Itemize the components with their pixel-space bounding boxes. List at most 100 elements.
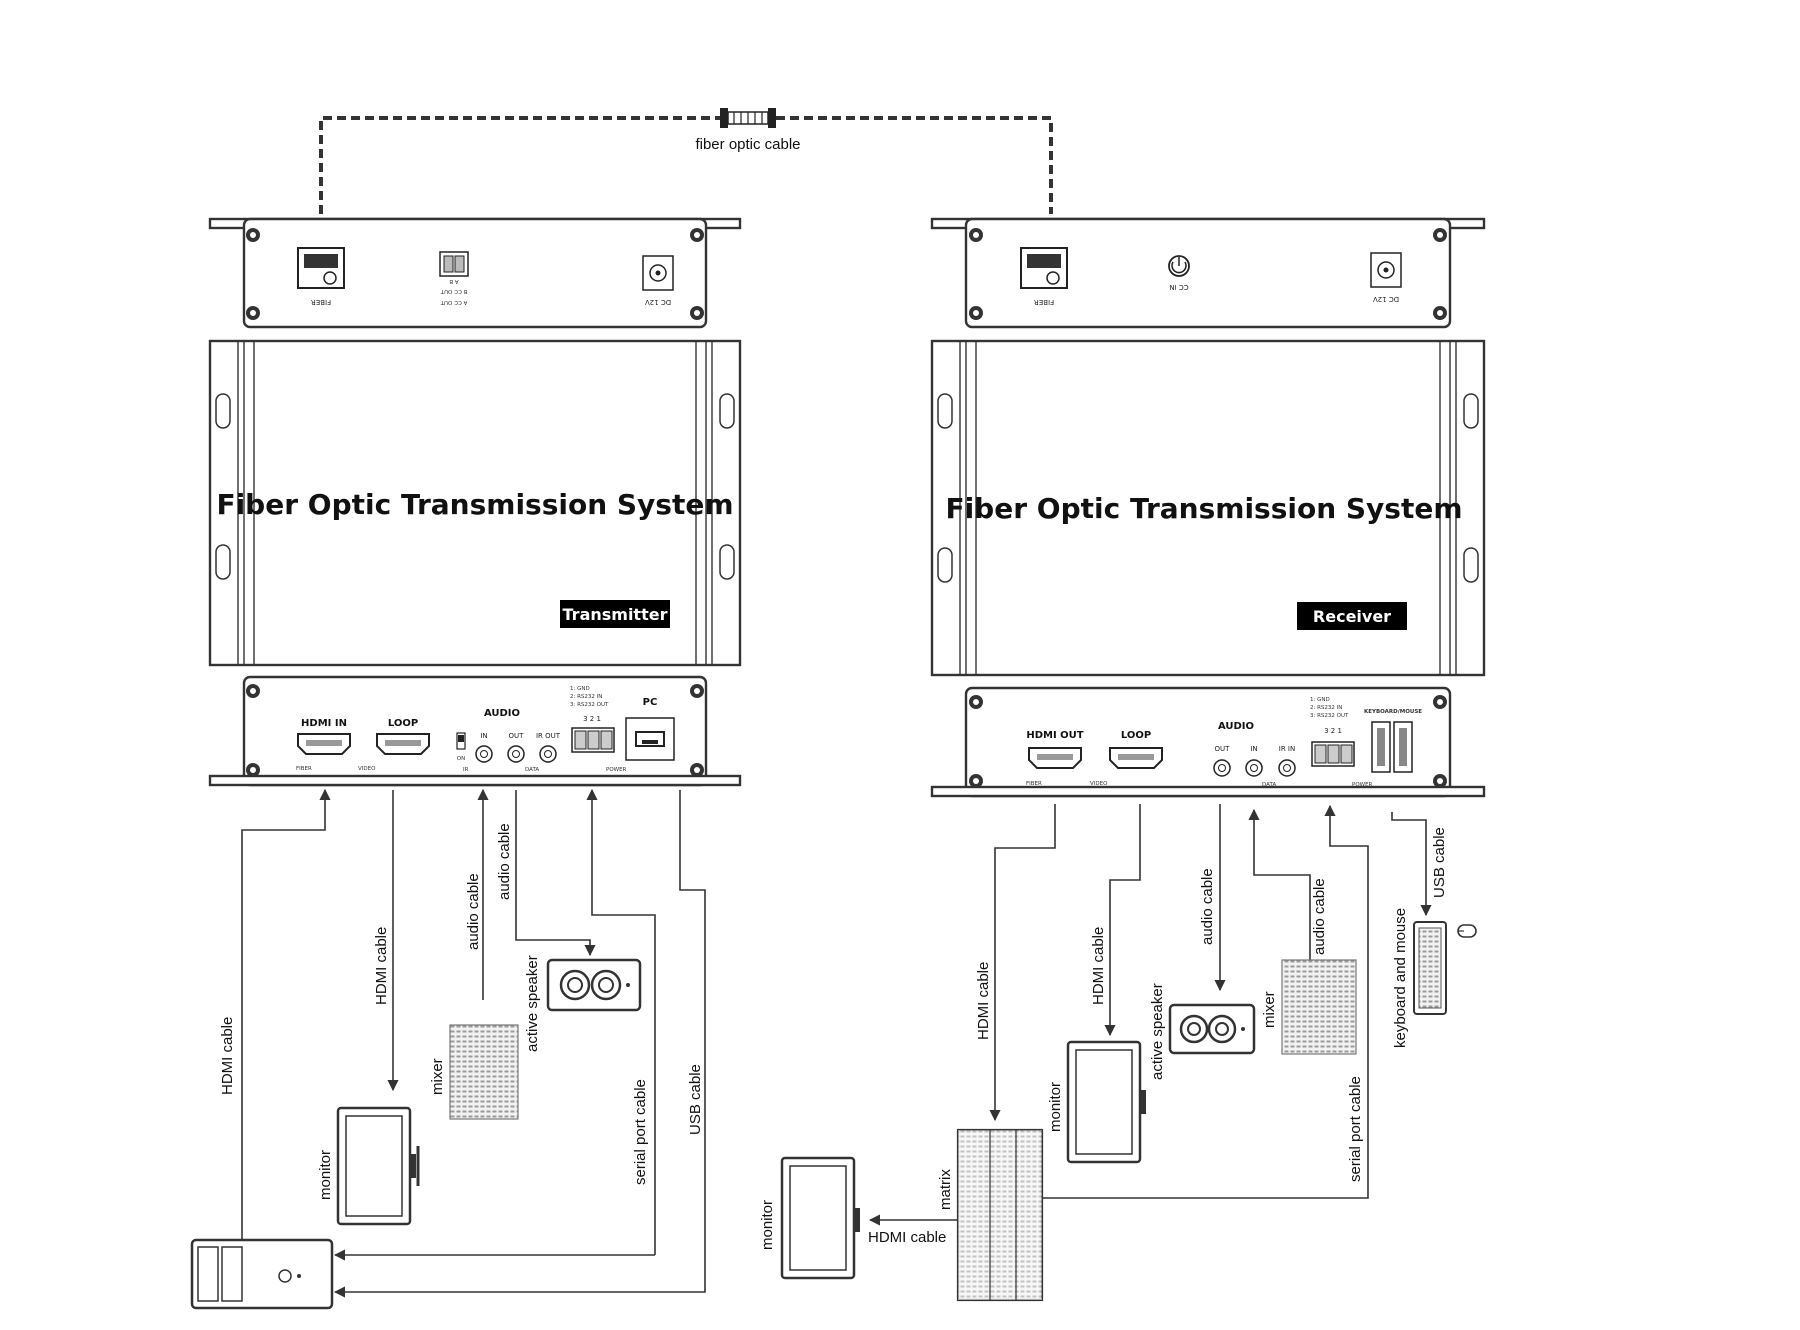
receiver-title: Fiber Optic Transmission System — [945, 492, 1462, 525]
tx-led-ir: IR — [463, 767, 469, 773]
rx-loop-label: LOOP — [1121, 730, 1151, 741]
tx-on-label: ON — [457, 756, 465, 762]
tx-usb-cable-label: USB cable — [687, 1064, 704, 1135]
rx-speaker-icon — [1168, 1003, 1256, 1055]
tx-hdmi-cable-label-1: HDMI cable — [219, 1017, 236, 1095]
rx-led-data: DATA — [1262, 782, 1276, 788]
receiver-badge — [1297, 602, 1407, 630]
receiver-rear-panel: FIBER CC IN DC 12V — [930, 217, 1486, 329]
hdmi-out-port-icon[interactable] — [1028, 747, 1082, 769]
tx-cc-out-a-label: A CC OUT — [440, 299, 467, 305]
rx-kbm-device-label: keyboard and mouse — [1392, 908, 1409, 1048]
audio-out-jack-icon[interactable] — [507, 745, 525, 763]
dc-power-jack-icon[interactable] — [642, 255, 674, 291]
rs232-terminal-icon[interactable] — [571, 727, 615, 753]
rx-mixer-label: mixer — [1261, 991, 1278, 1028]
tx-led-fiber: FIBER — [296, 766, 312, 772]
rx-matrix-label: matrix — [937, 1169, 954, 1210]
rx-rs232-in: 2: RS232 IN — [1310, 705, 1342, 711]
pc-tower-icon — [190, 1238, 334, 1310]
cc-in-power-icon[interactable] — [1168, 255, 1190, 277]
tx-monitor-label: monitor — [317, 1150, 334, 1200]
rx-led-video: VIDEO — [1090, 781, 1108, 787]
tx-led-video: VIDEO — [358, 766, 376, 772]
rx-monitor-1-icon — [1066, 1040, 1146, 1164]
transmitter-title: Fiber Optic Transmission System — [216, 488, 733, 521]
rx-audio-cable-label-1: audio cable — [1199, 868, 1216, 945]
hdmi-in-port-icon[interactable] — [297, 733, 351, 755]
rx-mixer-icon — [1281, 959, 1357, 1055]
tx-out-label: OUT — [509, 732, 525, 740]
tx-cc-out-b-label: B CC OUT — [440, 288, 467, 294]
rx-monitor-2-label: monitor — [759, 1200, 776, 1250]
transmitter-unit: FIBER A B B CC OUT A CC OUT DC 12V — [208, 217, 742, 787]
rx-ir-in-label: IR IN — [1279, 745, 1295, 753]
receiver-badge-text: Receiver — [1313, 607, 1391, 626]
tx-in-label: IN — [480, 732, 487, 740]
tx-hdmi-in-label: HDMI IN — [301, 718, 347, 729]
tx-speaker-icon — [546, 958, 642, 1012]
rx-in-label: IN — [1250, 745, 1257, 753]
tx-rs232-gnd: 1: GND — [570, 686, 590, 692]
rx-rs232-out: 3: RS232 OUT — [1310, 713, 1349, 719]
loop-port-icon[interactable] — [376, 733, 430, 755]
rx-rs232-gnd: 1: GND — [1310, 697, 1330, 703]
rx-monitor-2-icon — [780, 1156, 860, 1280]
tx-led-power: POWER — [606, 767, 627, 773]
rx-audio-cable-label-2: audio cable — [1311, 878, 1328, 955]
rx-serial-cable-label: serial port cable — [1347, 1076, 1364, 1182]
tx-serial-cable-label: serial port cable — [632, 1079, 649, 1185]
tx-speaker-label: active speaker — [524, 955, 541, 1052]
usb-b-port-icon[interactable] — [625, 717, 675, 761]
cc-out-terminal-icon[interactable] — [439, 251, 469, 277]
rx-speaker-label: active speaker — [1149, 983, 1166, 1080]
tx-mixer-icon — [449, 1024, 519, 1120]
rx-dc-label: DC 12V — [1373, 295, 1399, 303]
transmitter-connections: HDMI cable HDMI cable audio cable audio … — [190, 788, 706, 1310]
mouse-icon — [1457, 924, 1477, 938]
rx-kbm-label: KEYBOARD/MOUSE — [1364, 709, 1422, 715]
rx-pins-label: 3 2 1 — [1324, 727, 1342, 735]
rx-dc-power-jack-icon[interactable] — [1370, 252, 1402, 288]
rx-usb-cable-label: USB cable — [1431, 827, 1448, 898]
rx-ir-in-jack-icon[interactable] — [1278, 759, 1296, 777]
receiver-front-panel: HDMI OUT LOOP AUDIO OUT IN IR IN — [930, 686, 1486, 798]
ir-out-jack-icon[interactable] — [539, 745, 557, 763]
tx-dc-label: DC 12V — [645, 298, 671, 306]
transmitter-front-panel: HDMI IN LOOP AUDIO ON IN OUT — [208, 675, 742, 787]
receiver-unit: FIBER CC IN DC 12V — [930, 217, 1486, 798]
fiber-connector-icon — [720, 108, 776, 128]
tx-loop-label: LOOP — [388, 718, 418, 729]
tx-audio-cable-label-1: audio cable — [465, 873, 482, 950]
tx-mixer-label: mixer — [429, 1058, 446, 1095]
rx-loop-port-icon[interactable] — [1109, 747, 1163, 769]
rx-rs232-terminal-icon[interactable] — [1311, 741, 1355, 767]
tx-monitor-icon — [336, 1106, 420, 1226]
matrix-icon — [956, 1128, 1044, 1302]
tx-rs232-in: 2: RS232 IN — [570, 694, 602, 700]
receiver-connections: HDMI cable HDMI cable audio cable audio … — [759, 804, 1477, 1302]
rx-audio-out-jack-icon[interactable] — [1213, 759, 1231, 777]
tx-led-data: DATA — [525, 767, 539, 773]
rx-hdmi-out-label: HDMI OUT — [1026, 730, 1083, 741]
rx-audio-in-jack-icon[interactable] — [1245, 759, 1263, 777]
rx-audio-label: AUDIO — [1218, 721, 1254, 732]
power-switch-icon[interactable] — [456, 732, 466, 750]
tx-audio-label: AUDIO — [484, 708, 520, 719]
rx-fiber-port-icon[interactable] — [1020, 247, 1068, 289]
fiber-optic-cable: fiber optic cable — [319, 108, 1053, 214]
transmitter-badge — [560, 600, 670, 628]
rx-monitor-1-label: monitor — [1047, 1082, 1064, 1132]
rx-hdmi-cable-label-3: HDMI cable — [868, 1229, 946, 1246]
audio-in-jack-icon[interactable] — [475, 745, 493, 763]
tx-hdmi-cable-label-2: HDMI cable — [373, 927, 390, 1005]
rx-led-power: POWER — [1352, 782, 1373, 788]
fiber-port-icon[interactable] — [297, 247, 345, 289]
usb-a-ports-icon[interactable] — [1371, 721, 1413, 773]
rx-rear-fiber-label: FIBER — [1034, 298, 1054, 306]
transmitter-badge-text: Transmitter — [563, 605, 668, 624]
transmitter-body: Fiber Optic Transmission System Transmit… — [208, 339, 742, 667]
tx-rear-fiber-label: FIBER — [311, 298, 331, 306]
keyboard-icon — [1413, 921, 1447, 1015]
